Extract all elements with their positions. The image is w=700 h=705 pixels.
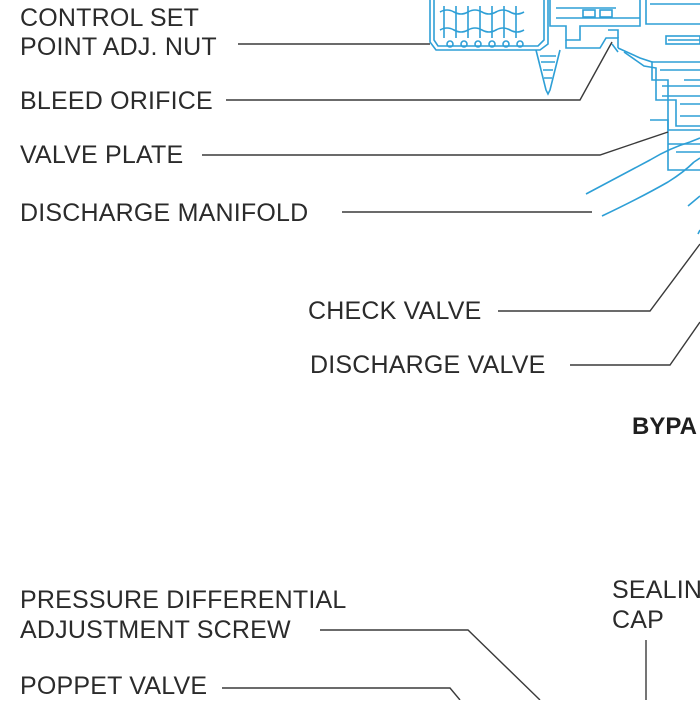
label-discharge-manifold: DISCHARGE MANIFOLD — [20, 199, 309, 227]
label-control-set-point-line2: POINT ADJ. NUT — [20, 33, 217, 61]
leader-lines — [202, 41, 700, 701]
label-valve-plate: VALVE PLATE — [20, 141, 184, 169]
leader-check-valve — [498, 243, 700, 312]
valve-cutaway-drawing — [429, 0, 700, 235]
section-title: BYPA — [632, 413, 697, 440]
label-sealing-cap-line1: SEALIN — [612, 576, 700, 604]
label-pressure-differential-line1: PRESSURE DIFFERENTIAL — [20, 586, 347, 614]
label-control-set-point-line1: CONTROL SET — [20, 4, 200, 32]
label-poppet-valve: POPPET VALVE — [20, 672, 208, 700]
leader-pressure-differential — [320, 629, 541, 701]
label-bleed-orifice: BLEED ORIFICE — [20, 87, 213, 115]
leader-discharge-valve — [570, 321, 700, 366]
leader-poppet-valve — [222, 687, 461, 701]
label-pressure-differential-line2: ADJUSTMENT SCREW — [20, 616, 291, 644]
label-check-valve: CHECK VALVE — [308, 297, 482, 325]
leader-valve-plate — [202, 131, 669, 156]
label-discharge-valve: DISCHARGE VALVE — [310, 351, 546, 379]
label-sealing-cap-line2: CAP — [612, 606, 665, 634]
leader-bleed-orifice — [226, 41, 613, 101]
